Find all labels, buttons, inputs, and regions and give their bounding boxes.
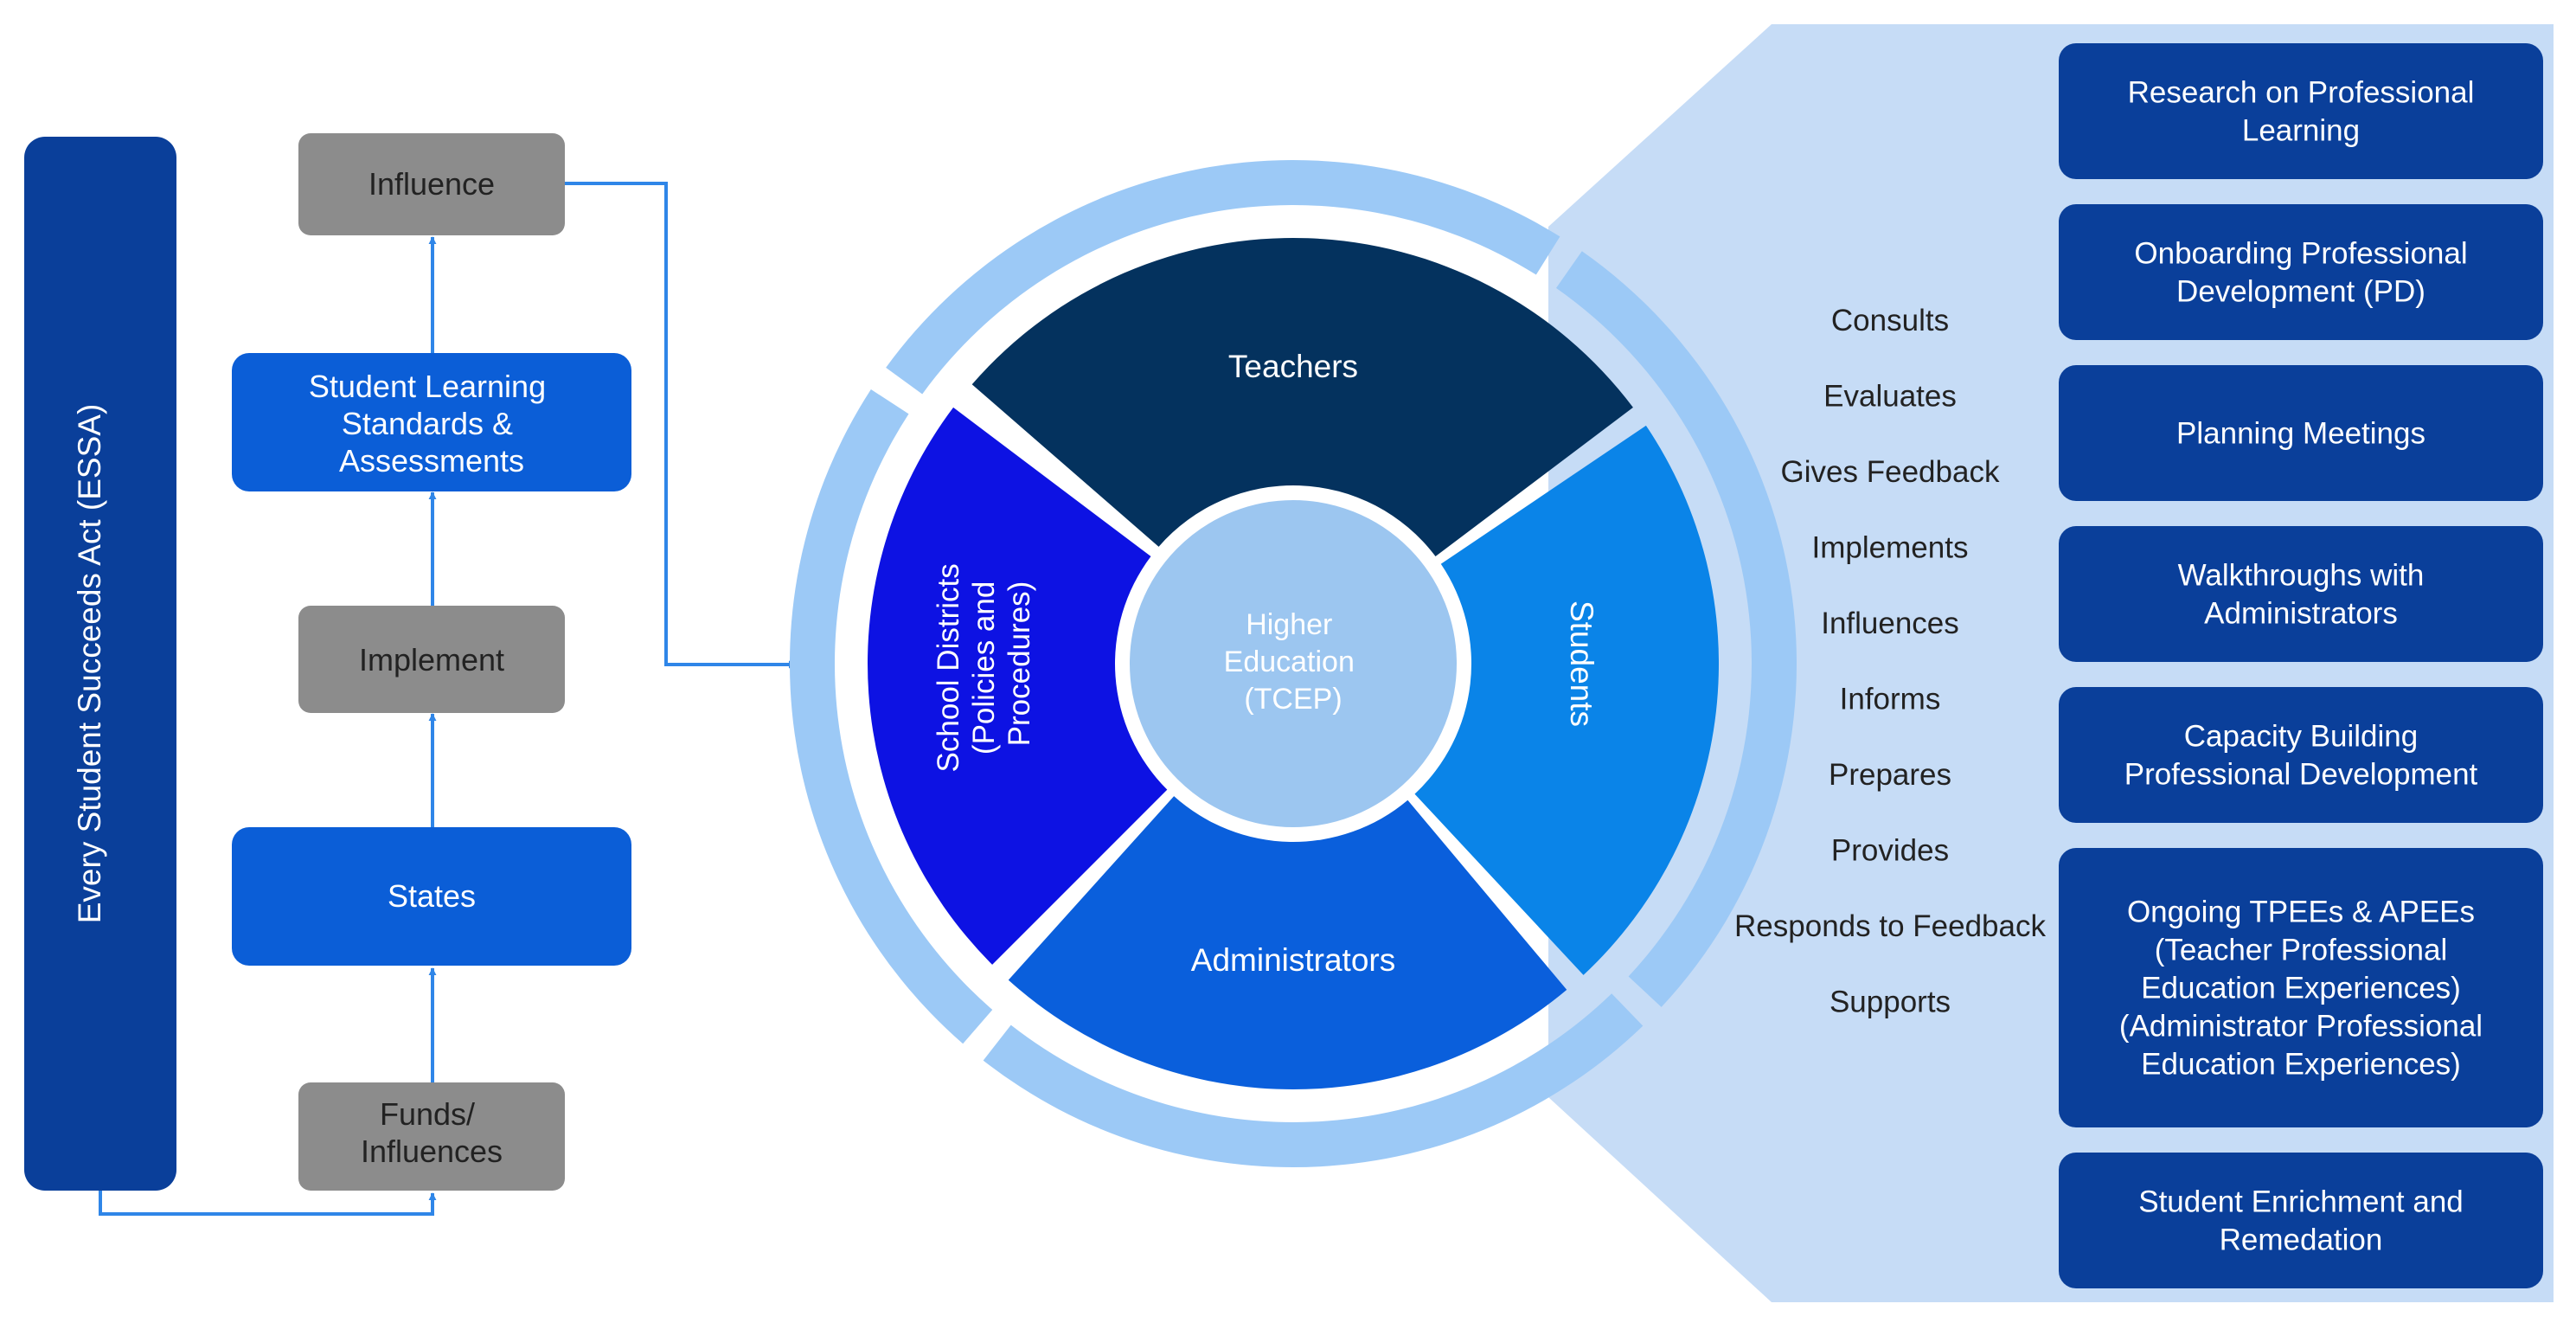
influence-label: Influence (368, 166, 495, 202)
essa-label: Every Student Succeeds Act (ESSA) (72, 404, 107, 924)
activity-label: Ongoing TPEEs & APEEs(Teacher Profession… (2119, 896, 2483, 1082)
verb-item: Implements (1812, 531, 1969, 565)
connector-essa-to-funds (99, 1191, 437, 1216)
activity-label: Planning Meetings (2176, 417, 2425, 451)
connector-influence-to-wheel (565, 182, 797, 669)
segment-administrators (1008, 796, 1567, 1089)
verb-item: Consults (1831, 304, 1949, 337)
verb-item: Informs (1840, 683, 1941, 716)
outer-ring-segment-bottom (983, 993, 1644, 1167)
activity-box: Planning Meetings (2059, 365, 2543, 501)
flow-connectors (99, 182, 797, 1216)
states-label: States (388, 878, 476, 914)
standards-label: Student Learning Standards & Assessments (309, 369, 554, 478)
activity-box: Ongoing TPEEs & APEEs(Teacher Profession… (2059, 848, 2543, 1127)
verb-item: Responds to Feedback (1734, 909, 2046, 943)
flow-box-states: States (232, 827, 631, 966)
segment-students (1414, 425, 1719, 975)
outer-ring-segment-left (789, 389, 993, 1044)
teachers-label: Teachers (1228, 349, 1358, 384)
essa-bar-rect (24, 137, 176, 1191)
verb-item: Influences (1821, 607, 1959, 640)
essa-bar: Every Student Succeeds Act (ESSA) (24, 137, 176, 1191)
outer-ring-segment-top (886, 159, 1560, 395)
segment-teachers (971, 237, 1633, 557)
flow-box-standards: Student Learning Standards & Assessments (232, 353, 631, 491)
center-circle (1118, 488, 1469, 839)
school-districts-label: School Districts (Policies and Procedure… (932, 556, 1036, 773)
flow-box-implement: Implement (298, 606, 565, 713)
flow-box-influence: Influence (298, 133, 565, 235)
verb-item: Supports (1829, 986, 1951, 1019)
stakeholder-wheel: Teachers Administrators Students School … (789, 159, 1797, 1167)
verb-item: Provides (1831, 834, 1949, 868)
center-label: Higher Education (TCEP) (1224, 608, 1363, 716)
students-label: Students (1564, 600, 1599, 727)
segment-school-districts (867, 407, 1168, 965)
funds-label: Funds/ Influences (361, 1096, 503, 1169)
administrators-label: Administrators (1191, 942, 1395, 978)
flow-box-funds: Funds/ Influences (298, 1082, 565, 1191)
implement-label: Implement (359, 642, 504, 678)
verb-item: Prepares (1829, 758, 1951, 792)
verb-item: Evaluates (1823, 380, 1957, 414)
outer-ring-segment-right (1555, 251, 1797, 1007)
verb-item: Gives Feedback (1781, 455, 2000, 489)
